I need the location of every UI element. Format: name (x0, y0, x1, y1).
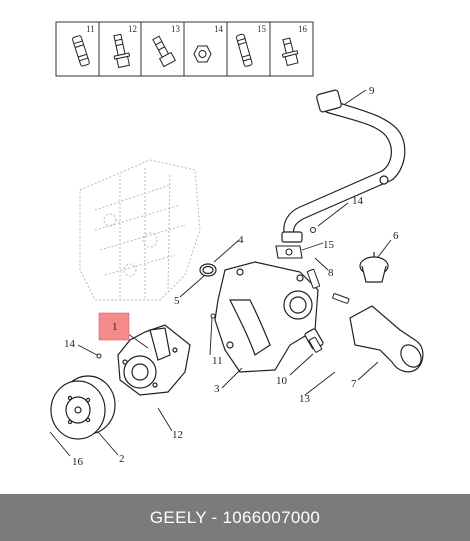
water-pump (117, 324, 191, 396)
hex-bolt-icon (152, 35, 177, 68)
flange-bolt-icon (113, 33, 131, 69)
pump-pulley (50, 375, 116, 440)
callout-4: 4 (238, 234, 244, 246)
callout-15: 15 (323, 239, 335, 251)
outlet-gasket (275, 245, 303, 259)
thermostat (359, 252, 389, 283)
part-number-text: GEELY - 1066007000 (149, 507, 321, 527)
callout-9: 9 (369, 85, 375, 97)
callout-3: 3 (214, 383, 220, 395)
callout-5: 5 (174, 295, 180, 307)
short-flange-bolt-icon (281, 37, 299, 67)
o-ring (199, 263, 217, 277)
callout-6: 6 (393, 230, 399, 242)
small-fasteners (96, 227, 350, 359)
legend-label-11: 11 (86, 24, 95, 34)
callout-13: 13 (299, 393, 311, 405)
thermostat-housing (349, 305, 424, 373)
fastener-legend: 11 12 13 14 15 16 (55, 21, 314, 77)
callout-numbers: 1 2 3 4 5 6 7 8 9 10 11 12 13 14 14 15 1… (64, 85, 399, 468)
legend-label-16: 16 (298, 24, 308, 34)
callout-11: 11 (212, 355, 223, 367)
callout-2: 2 (119, 453, 125, 465)
water-outlet-pipe (281, 89, 406, 243)
leader-lines (49, 89, 392, 457)
water-inlet-housing (214, 261, 324, 373)
callout-10: 10 (276, 375, 288, 387)
callout-7: 7 (351, 378, 357, 390)
stud-icon (72, 35, 90, 67)
legend-label-13: 13 (171, 24, 181, 34)
engine-block-ghost (79, 159, 201, 301)
legend-label-15: 15 (257, 24, 267, 34)
legend-label-14: 14 (214, 24, 224, 34)
callout-12: 12 (172, 429, 183, 441)
callout-1: 1 (112, 321, 118, 333)
hex-nut-icon (193, 45, 212, 63)
long-stud-icon (235, 33, 253, 67)
callout-8: 8 (328, 267, 334, 279)
part-number-footer: GEELY - 1066007000 (0, 494, 470, 541)
callout-14-upper: 14 (352, 195, 364, 207)
legend-label-12: 12 (128, 24, 137, 34)
callout-16: 16 (72, 456, 84, 468)
highlighted-part-marker (98, 312, 130, 341)
callout-14-lower: 14 (64, 338, 76, 350)
